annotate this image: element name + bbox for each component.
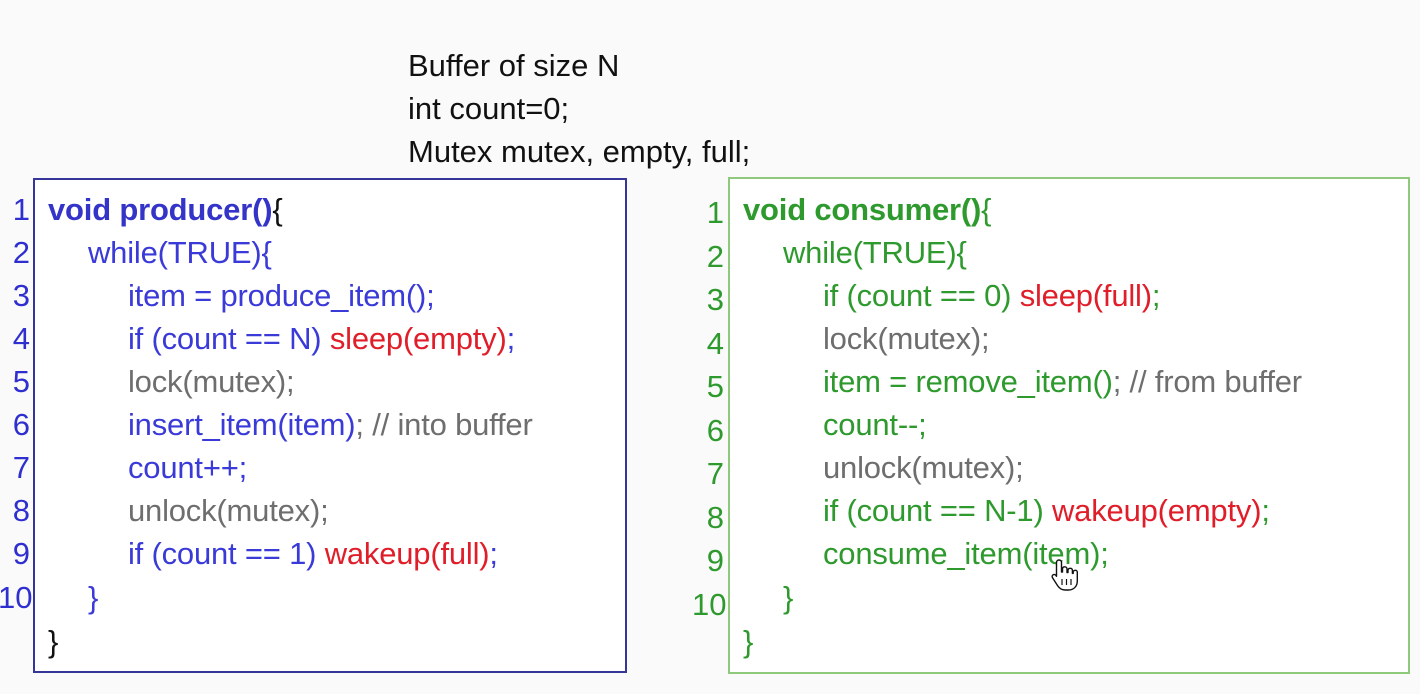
consumer-while-close: }: [783, 580, 794, 615]
mutex-declaration: Mutex mutex, empty, full;: [408, 134, 751, 169]
consumer-remove-item: item = remove_item(); // from buffer: [823, 364, 1302, 400]
wakeup-call: wakeup(empty): [1052, 493, 1262, 528]
producer-line-number: 5: [12, 364, 30, 399]
producer-sleep-line: if (count == N) sleep(empty);: [128, 321, 515, 357]
consumer-lock: lock(mutex);: [823, 321, 990, 356]
semicolon: ;: [1151, 278, 1161, 313]
producer-produce-item: item = produce_item();: [128, 278, 435, 313]
producer-line-number: 10: [0, 580, 33, 615]
producer-line-number: 6: [12, 407, 30, 442]
producer-lock: lock(mutex);: [128, 364, 295, 399]
consumer-line-number: 4: [706, 326, 724, 361]
code-comment: ; // into buffer: [355, 407, 533, 442]
buffer-declaration: Buffer of size N: [408, 48, 620, 83]
consumer-line-number: 5: [706, 369, 724, 404]
producer-count-increment: count++;: [128, 450, 248, 485]
producer-wakeup-line: if (count == 1) wakeup(full);: [128, 536, 498, 572]
condition: if (count == 1): [128, 536, 325, 571]
condition: if (count == 0): [823, 278, 1020, 313]
producer-function-close: }: [48, 624, 59, 659]
consumer-line-number: 3: [706, 282, 724, 317]
producer-line-number: 3: [12, 278, 30, 313]
producer-function-name: void producer(): [48, 192, 273, 227]
consumer-line-number: 6: [706, 413, 724, 448]
consumer-wakeup-line: if (count == N-1) wakeup(empty);: [823, 493, 1270, 529]
producer-insert-item: insert_item(item); // into buffer: [128, 407, 533, 443]
producer-line-number: 1: [12, 192, 30, 227]
code-comment: ; // from buffer: [1112, 364, 1302, 399]
semicolon: ;: [489, 536, 498, 571]
consumer-line-number: 9: [706, 543, 724, 578]
producer-code-box: [33, 178, 627, 673]
semicolon: ;: [1261, 493, 1270, 528]
open-brace: {: [981, 192, 992, 227]
producer-line-number: 9: [12, 536, 30, 571]
producer-unlock: unlock(mutex);: [128, 493, 329, 528]
producer-signature: void producer(){: [48, 192, 283, 228]
semicolon: ;: [506, 321, 516, 356]
consumer-line-number: 7: [706, 456, 724, 491]
consumer-line-number: 10: [692, 587, 727, 622]
producer-while: while(TRUE){: [88, 235, 272, 270]
consumer-line-number: 1: [706, 195, 724, 230]
count-declaration: int count=0;: [408, 91, 570, 126]
producer-line-number: 2: [12, 235, 30, 270]
shared-declarations: Buffer of size N int count=0; Mutex mute…: [408, 44, 750, 173]
insert-call: insert_item(item): [128, 407, 356, 442]
consumer-function-name: void consumer(): [743, 192, 982, 227]
consumer-code-box: [728, 177, 1410, 674]
consumer-signature: void consumer(){: [743, 192, 992, 228]
consumer-sleep-line: if (count == 0) sleep(full);: [823, 278, 1161, 314]
consumer-function-close: }: [743, 624, 754, 659]
condition: if (count == N): [128, 321, 330, 356]
open-brace: {: [272, 192, 283, 227]
sleep-call: sleep(empty): [329, 321, 507, 356]
consumer-count-decrement: count--;: [823, 407, 927, 442]
consumer-unlock: unlock(mutex);: [823, 450, 1024, 485]
sleep-call: sleep(full): [1019, 278, 1152, 313]
remove-call: item = remove_item(): [823, 364, 1113, 399]
condition: if (count == N-1): [823, 493, 1052, 528]
consumer-while: while(TRUE){: [783, 235, 967, 270]
hand-pointer-icon: [1051, 559, 1078, 591]
consumer-line-number: 2: [706, 239, 724, 274]
producer-line-number: 4: [12, 321, 30, 356]
producer-while-close: }: [88, 580, 99, 615]
wakeup-call: wakeup(full): [324, 536, 490, 571]
producer-line-number: 7: [12, 450, 30, 485]
producer-line-number: 8: [12, 493, 30, 528]
consumer-line-number: 8: [706, 500, 724, 535]
